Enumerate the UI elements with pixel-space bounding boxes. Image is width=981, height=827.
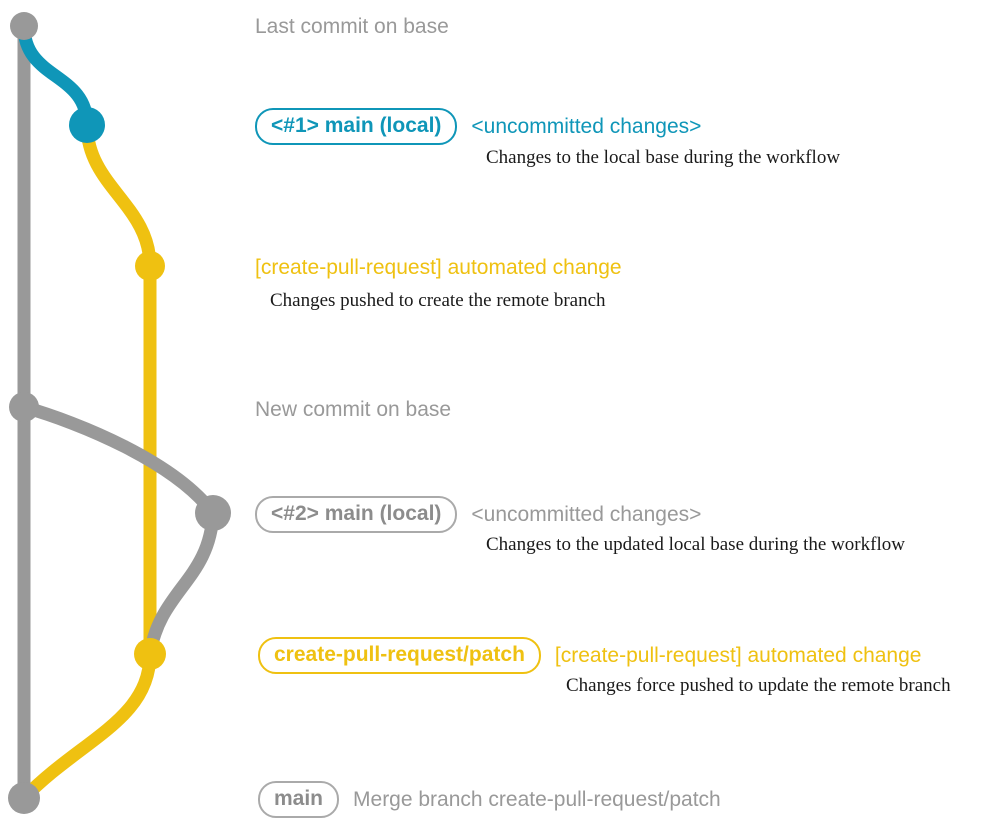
ref-badge-remote-branch[interactable]: create-pull-request/patch xyxy=(258,637,541,674)
note-local-changes-2: Changes to the updated local base during… xyxy=(486,534,905,555)
local-to-remote-line-2 xyxy=(143,506,220,661)
remote-branch-line-1 xyxy=(80,118,157,273)
label-last-commit-on-base: Last commit on base xyxy=(255,15,449,38)
subject-automated-change-1: [create-pull-request] automated change xyxy=(255,256,622,279)
note-force-push-update-remote-branch: Changes force pushed to update the remot… xyxy=(566,675,951,696)
ref-badge-local-1[interactable]: <#1> main (local) xyxy=(255,108,458,145)
label-new-commit-on-base: New commit on base xyxy=(255,398,452,421)
row-remote-automated-change-2: create-pull-request/patch [create-pull-r… xyxy=(258,637,921,674)
subject-uncommitted-changes-2: <uncommitted changes> xyxy=(471,503,702,526)
commit-node-remote-1[interactable] xyxy=(135,251,165,281)
subject-automated-change-2: [create-pull-request] automated change xyxy=(554,644,922,667)
merge-line xyxy=(17,647,157,805)
note-push-create-remote-branch: Changes pushed to create the remote bran… xyxy=(270,290,606,311)
subject-merge-branch: Merge branch create-pull-request/patch xyxy=(353,788,721,811)
commit-node-local-2[interactable] xyxy=(195,495,231,531)
row-local-uncommitted-2: <#2> main (local) <uncommitted changes> xyxy=(255,496,701,533)
ref-badge-local-2[interactable]: <#2> main (local) xyxy=(255,496,458,533)
commit-node-remote-2[interactable] xyxy=(134,638,166,670)
commit-node-base-new[interactable] xyxy=(9,392,39,422)
row-merge: main Merge branch create-pull-request/pa… xyxy=(258,781,721,818)
ref-badge-main[interactable]: main xyxy=(258,781,340,818)
subject-uncommitted-changes-1: <uncommitted changes> xyxy=(471,115,702,138)
commit-node-base-merge[interactable] xyxy=(8,782,40,814)
commit-node-local-1[interactable] xyxy=(69,107,105,143)
commit-node-base-last[interactable] xyxy=(10,12,38,40)
note-local-changes-1: Changes to the local base during the wor… xyxy=(486,147,841,168)
row-local-uncommitted-1: <#1> main (local) <uncommitted changes> xyxy=(255,108,701,145)
local-branch-line-2 xyxy=(17,400,220,520)
